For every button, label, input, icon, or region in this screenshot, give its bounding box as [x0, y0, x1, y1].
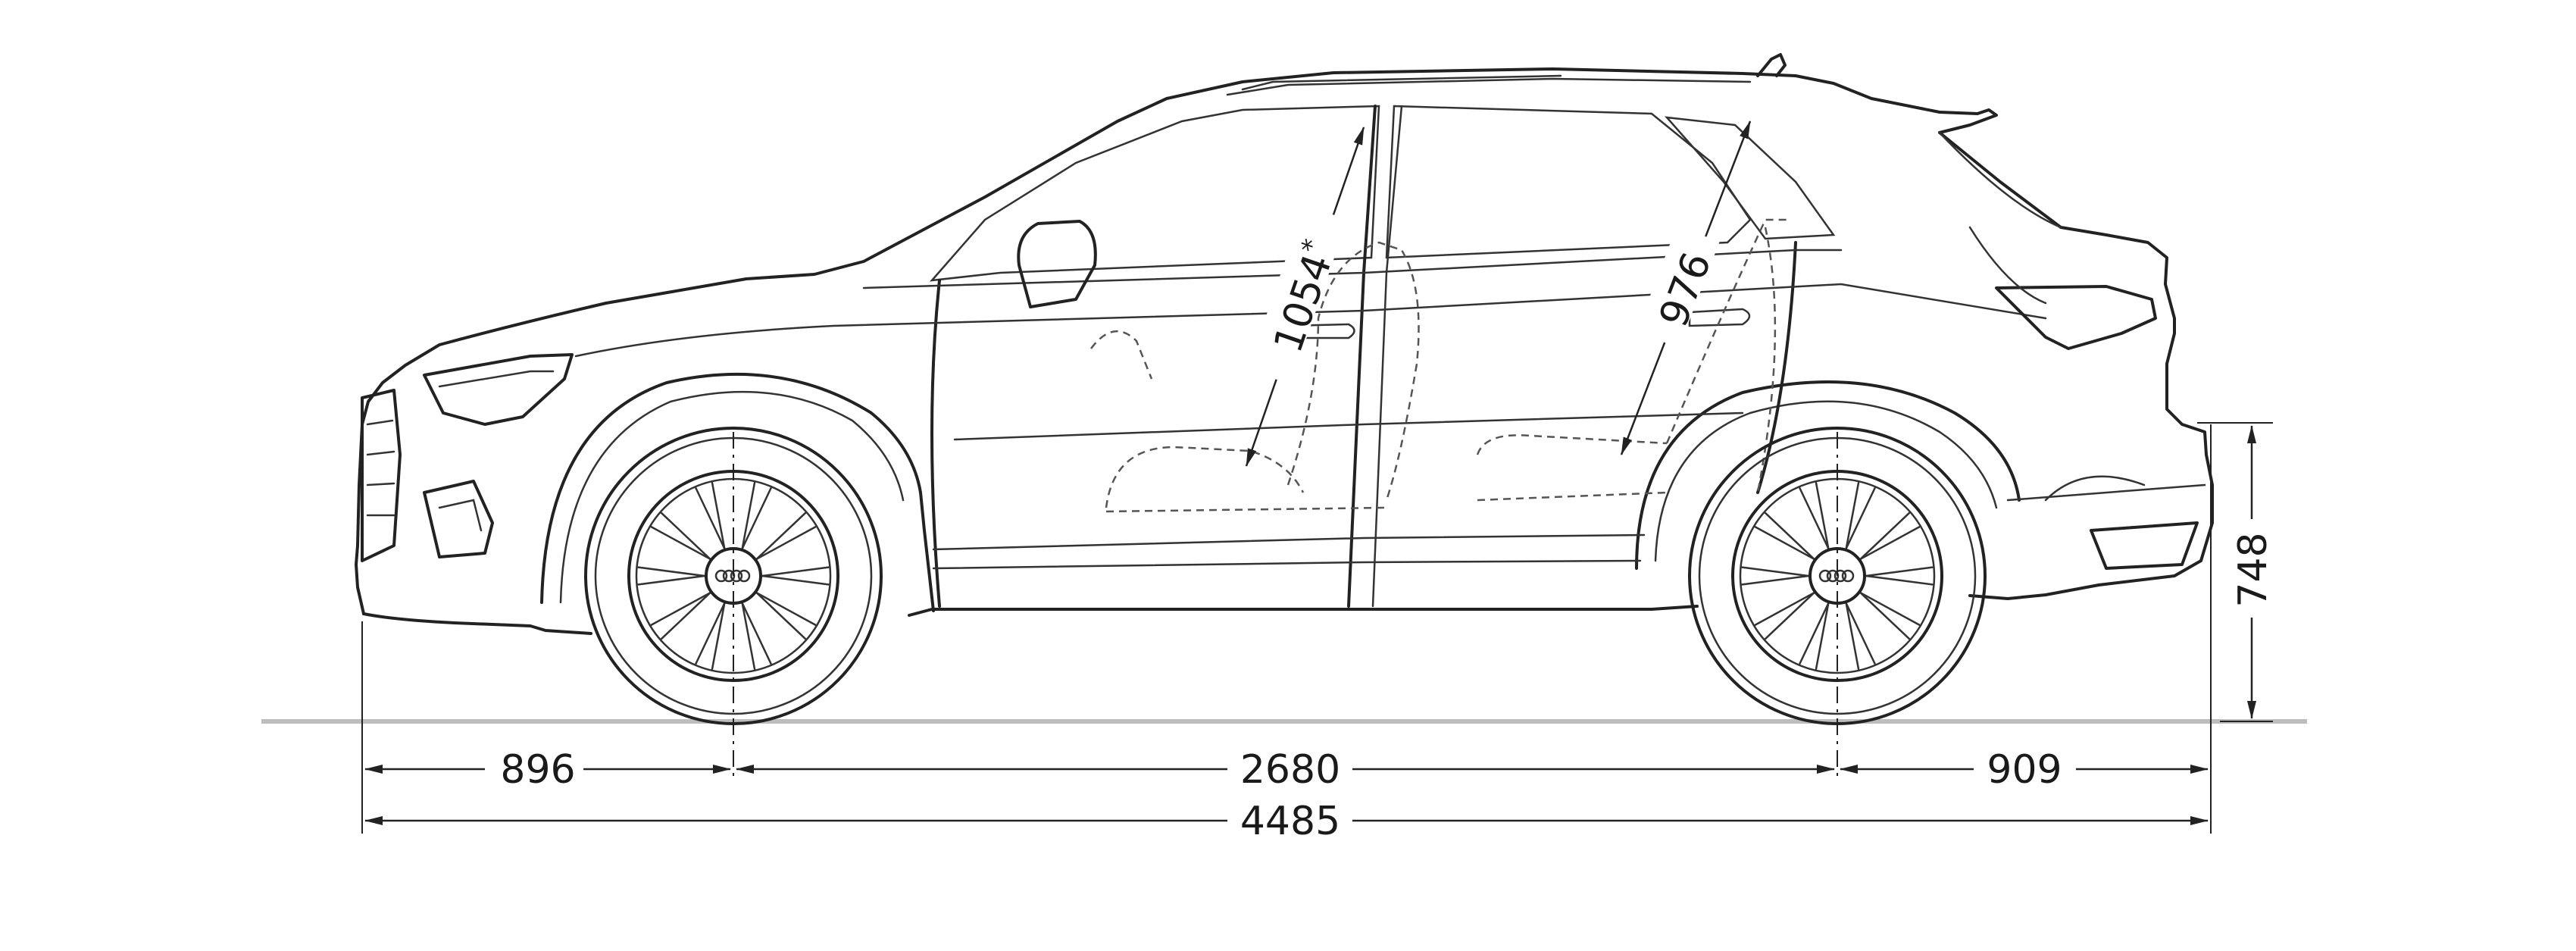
wheel-spoke [1741, 566, 1810, 577]
wheel-spoke [1754, 526, 1815, 560]
wheel-spoke [1859, 526, 1921, 560]
wheel-spoke [711, 481, 726, 550]
wheel-spoke [755, 526, 817, 560]
wheel-spoke [741, 481, 756, 550]
wheel-spoke [741, 486, 772, 550]
wheel-spoke [741, 602, 772, 665]
wheel-spoke [761, 574, 830, 586]
wheel-spoke [1741, 574, 1810, 586]
wheel-spoke [1815, 481, 1830, 550]
wheel-spoke [1764, 511, 1815, 560]
rear-headroom-label: 976 [1651, 246, 1721, 333]
wheel-spoke [761, 566, 830, 577]
threshold-height-label: 748 [2231, 532, 2276, 607]
overall-length-label: 4485 [1240, 799, 1340, 844]
wheel-spoke [1865, 574, 1934, 586]
wheel-spoke [1845, 481, 1860, 550]
wheelbase-label: 2680 [1240, 747, 1340, 793]
wheel-spoke [1845, 602, 1876, 665]
front-wheel [584, 427, 883, 725]
wheel-spoke [695, 602, 726, 665]
wheel-spoke [741, 602, 756, 671]
wheel-spoke [1859, 592, 1911, 640]
wheel-spoke [1865, 566, 1934, 577]
brand-rings-icon [1818, 569, 1855, 583]
wheel-spoke [755, 592, 807, 640]
wheel-spoke [1845, 486, 1876, 550]
wheel-spoke [1815, 602, 1830, 671]
wheel-spoke [650, 526, 711, 560]
wheel-spoke [711, 602, 726, 671]
wheel-spoke [637, 566, 706, 577]
rear-wheel [1688, 427, 1987, 725]
wheel-spoke [637, 574, 706, 586]
wheel-spoke [1845, 602, 1860, 671]
wheel-spoke [755, 592, 817, 626]
wheel-spoke [1859, 592, 1921, 626]
rear-overhang-label: 909 [1987, 747, 2062, 793]
wheel-spoke [1799, 602, 1830, 665]
wheel-spoke [660, 511, 711, 560]
wheel-spoke [1754, 592, 1815, 626]
wheel-spoke [1764, 592, 1815, 640]
wheel-spoke [1859, 511, 1911, 560]
wheel-spoke [660, 592, 711, 640]
front-overhang-label: 896 [500, 747, 575, 793]
wheel-spoke [1799, 486, 1830, 550]
wheel-spoke [695, 486, 726, 550]
wheel-spoke [650, 592, 711, 626]
wheel-spoke [755, 511, 807, 560]
